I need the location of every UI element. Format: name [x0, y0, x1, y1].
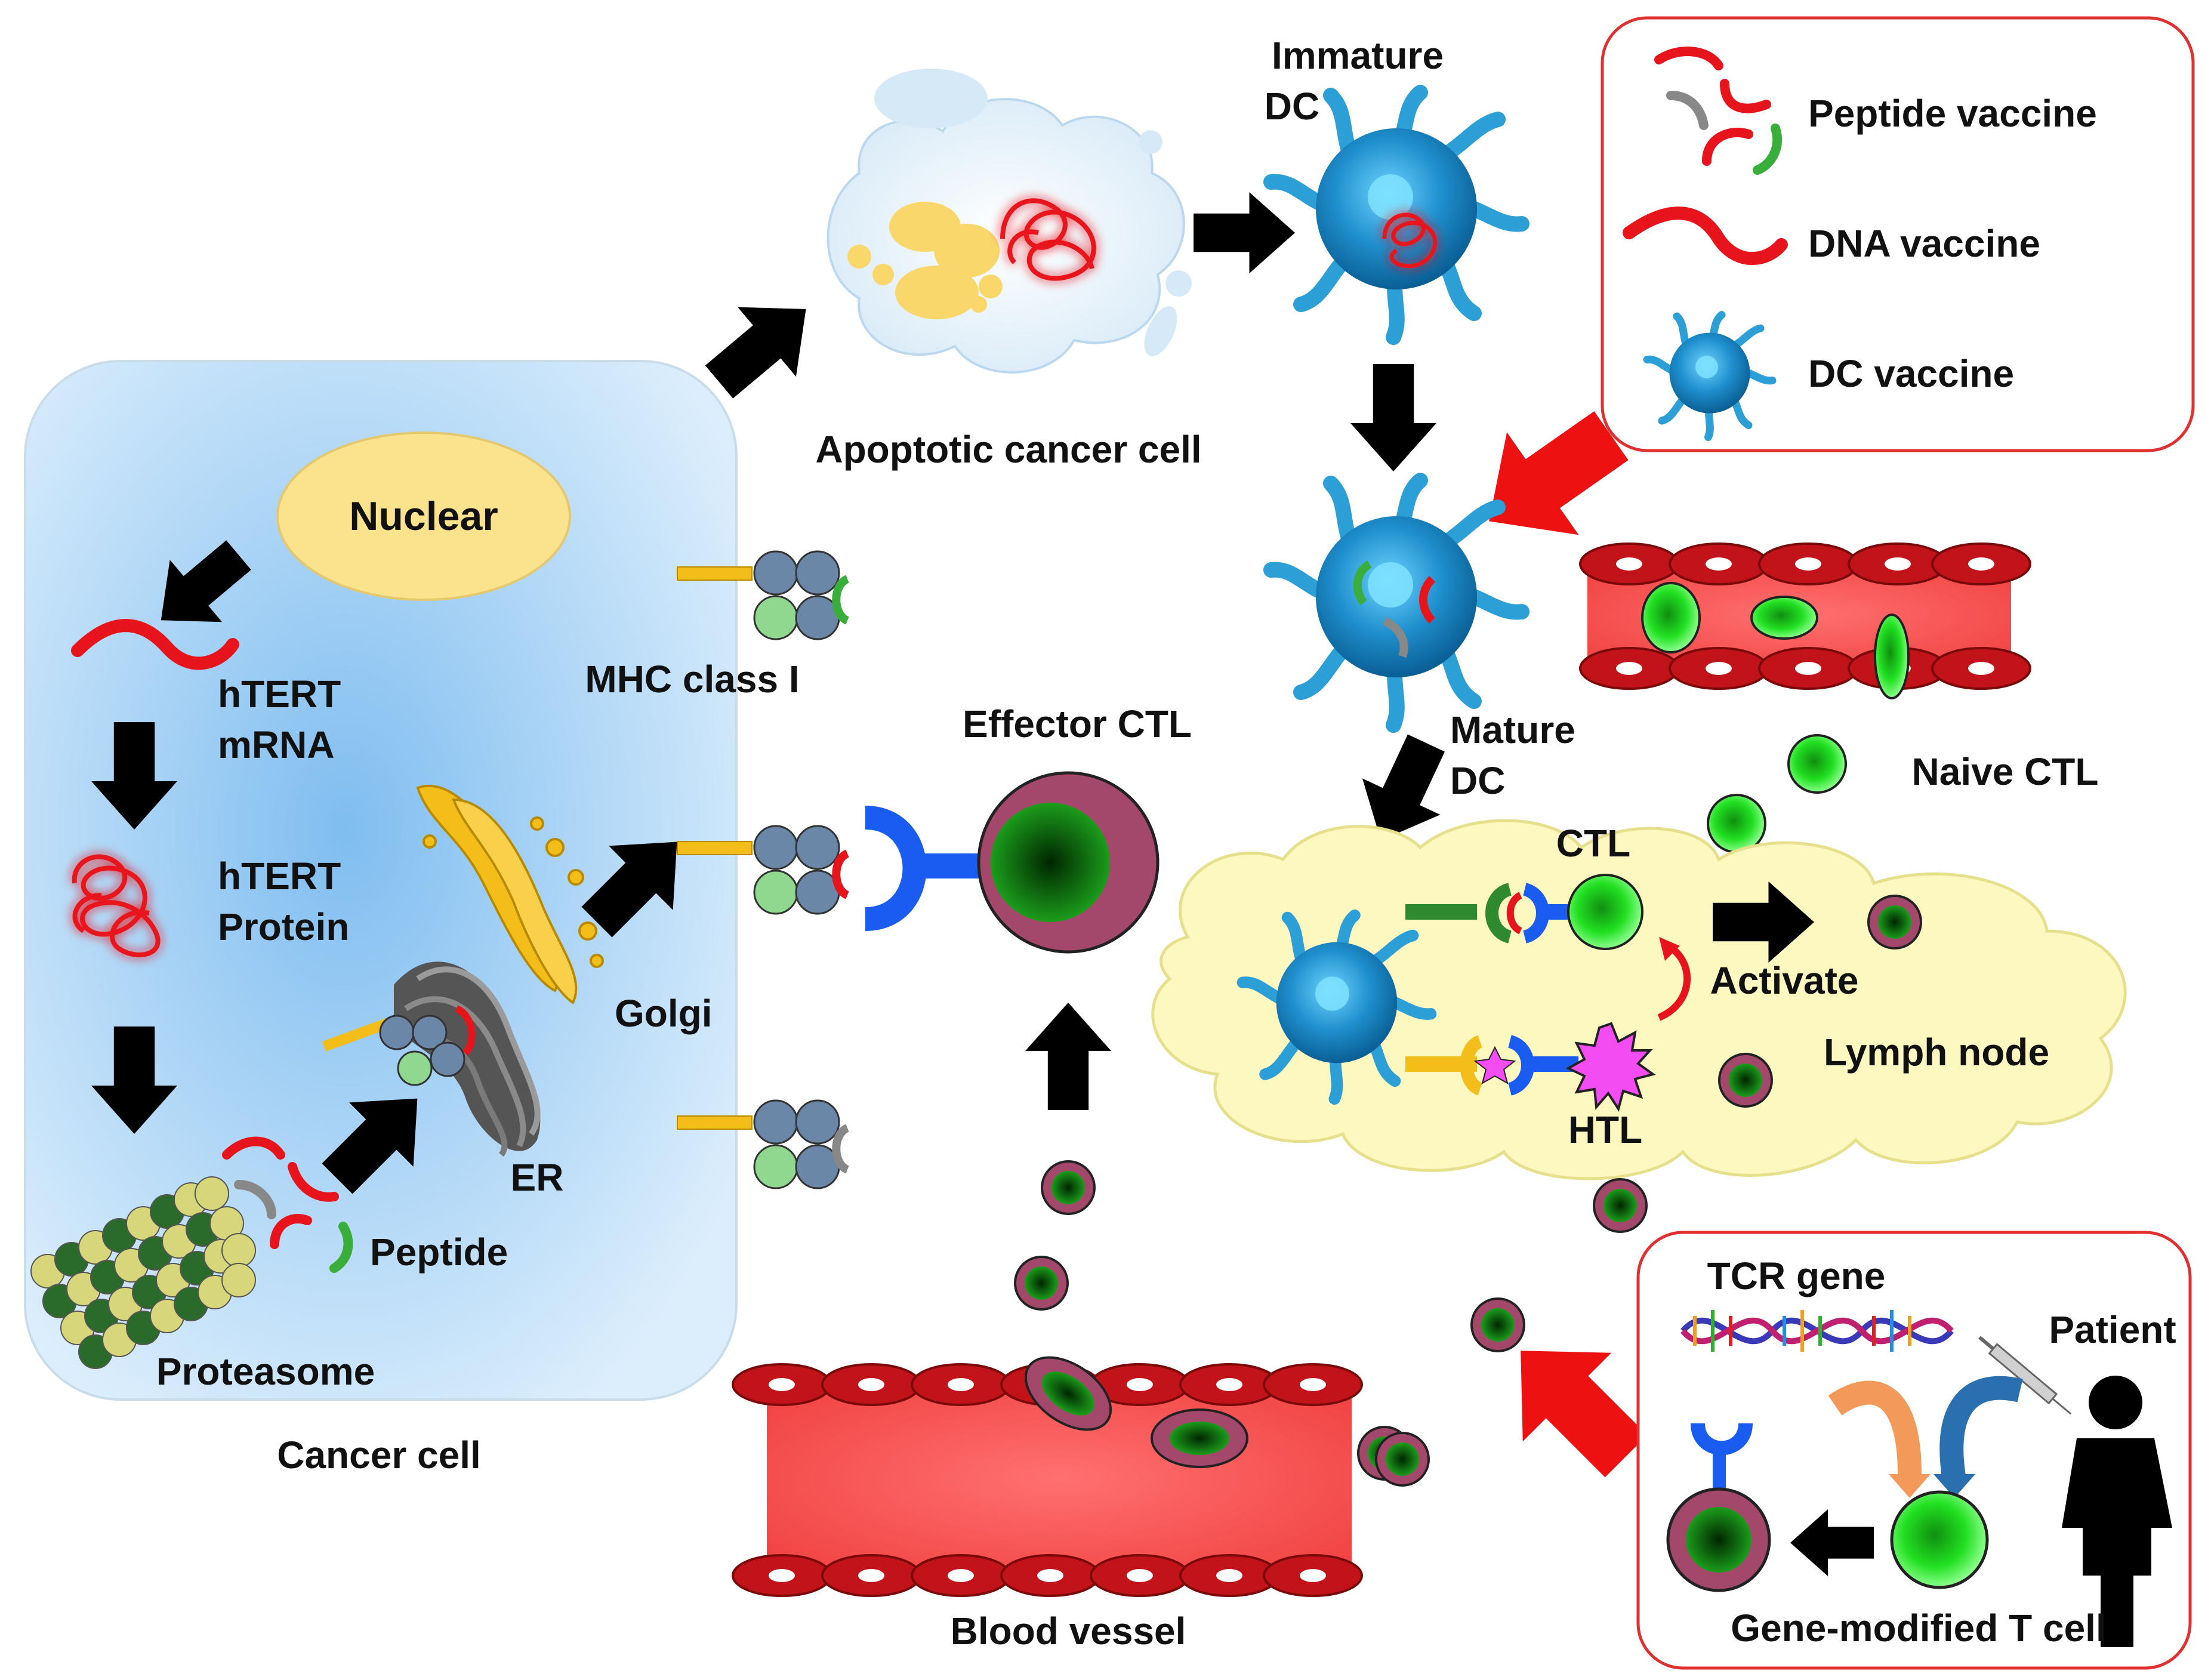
dc-ctl-synapse: [1405, 883, 1599, 944]
lymph-node-label: Lymph node: [1824, 1031, 2049, 1074]
er-label: ER: [511, 1156, 564, 1199]
immature-dc-label-1: Immature: [1272, 34, 1444, 77]
arrow-immature-to-mature: [1350, 364, 1436, 471]
activated-ctl-1: [1867, 895, 1922, 950]
effector-ctl-tcr: [864, 806, 991, 931]
lower-blood-vessel: [732, 1356, 1363, 1597]
patient-icon: [2062, 1376, 2172, 1647]
orange-curve-arrow: [1828, 1380, 1922, 1475]
activate-arrowhead: [1659, 937, 1680, 961]
peptide-label: Peptide: [370, 1231, 508, 1274]
activate-label: Activate: [1710, 959, 1859, 1002]
legend-peptide-icon: [1654, 47, 1783, 175]
mhc-class-i-bottom: [677, 1099, 850, 1189]
tcr-gene-label: TCR gene: [1707, 1254, 1886, 1297]
effector-ctl-exiting: [1375, 1432, 1430, 1487]
legend-dc-label: DC vaccine: [1808, 352, 2014, 395]
effector-ctl-migrating-2: [1014, 1256, 1069, 1311]
apoptotic-cancer-cell-label: Apoptotic cancer cell: [815, 428, 1201, 471]
ctl-in-lymph-node: [1567, 874, 1643, 950]
golgi-label: Golgi: [615, 992, 713, 1035]
upper-blood-vessel: [1579, 542, 2031, 699]
mhc-class-i-top: [677, 550, 850, 640]
peptide-fragments: [222, 1136, 353, 1273]
engineered-tcr: [1691, 1422, 1753, 1492]
effector-ctl-migrating-4: [1470, 1297, 1525, 1352]
htert-mrna-label-1: hTERT: [218, 673, 341, 716]
mature-dc: [1271, 480, 1522, 725]
cancer-cell-label: Cancer cell: [277, 1434, 481, 1476]
dc-htl-synapse: [1405, 1035, 1578, 1096]
golgi-apparatus: [416, 784, 604, 1004]
effector-ctl-cell: [977, 771, 1160, 954]
effector-ctl-migrating-3: [1593, 1178, 1648, 1233]
effector-ctl-label: Effector CTL: [963, 702, 1192, 745]
activated-ctl-2: [1718, 1053, 1773, 1108]
nucleus: [276, 431, 571, 601]
mature-dc-label-1: Mature: [1450, 708, 1575, 751]
activate-curve: [1657, 942, 1691, 1021]
proteasome-label: Proteasome: [156, 1350, 375, 1393]
nucleus-label: Nuclear: [349, 494, 498, 539]
blue-arrowhead: [1934, 1474, 1975, 1498]
endoplasmic-reticulum: [394, 961, 541, 1157]
legend-dna-label: DNA vaccine: [1808, 222, 2040, 265]
gene-modified-t-cell: [1666, 1487, 1771, 1592]
immature-dc-label-2: DC: [1265, 85, 1319, 128]
mature-dc-label-2: DC: [1450, 759, 1505, 802]
htert-protein-scribble: [72, 854, 161, 957]
immature-dc: [1271, 93, 1522, 337]
legend-dna-icon: [1623, 206, 1788, 266]
arrow-apoptotic-to-dc: [1194, 192, 1295, 273]
dna-double-helix-icon: [1680, 1310, 1954, 1352]
mhc-class-i-label: MHC class I: [585, 658, 799, 701]
htert-protein-label-2: Protein: [218, 905, 349, 948]
mhc-class-i-middle: [677, 825, 850, 915]
ctl-label: CTL: [1556, 822, 1630, 865]
mhc-on-er: [322, 1005, 476, 1086]
effector-ctl-migrating-1: [1041, 1160, 1096, 1215]
naive-ctl-1: [1787, 734, 1847, 794]
patient-label: Patient: [2049, 1308, 2176, 1351]
htert-protein-label-1: hTERT: [218, 855, 341, 898]
blood-vessel-label: Blood vessel: [951, 1610, 1186, 1653]
htert-mrna-label-2: mRNA: [218, 723, 335, 766]
naive-t-cell: [1890, 1490, 1989, 1589]
naive-ctl-label: Naive CTL: [1912, 750, 2099, 793]
legend-peptide-label: Peptide vaccine: [1808, 92, 2097, 135]
naive-ctl-2: [1707, 794, 1766, 853]
apoptotic-cancer-cell: [827, 69, 1192, 374]
htert-mrna-strand: [71, 619, 239, 670]
blue-curve-arrow: [1939, 1376, 2023, 1482]
legend-box: [1601, 16, 2195, 452]
gene-modified-t-cell-label: Gene-modified T cell: [1731, 1607, 2106, 1650]
arrow-vessel-to-effector: [1025, 1003, 1111, 1110]
htl-label: HTL: [1568, 1108, 1642, 1151]
proteasome: [30, 1176, 256, 1369]
orange-arrowhead: [1889, 1474, 1931, 1498]
htl-cell: [1565, 1022, 1656, 1112]
